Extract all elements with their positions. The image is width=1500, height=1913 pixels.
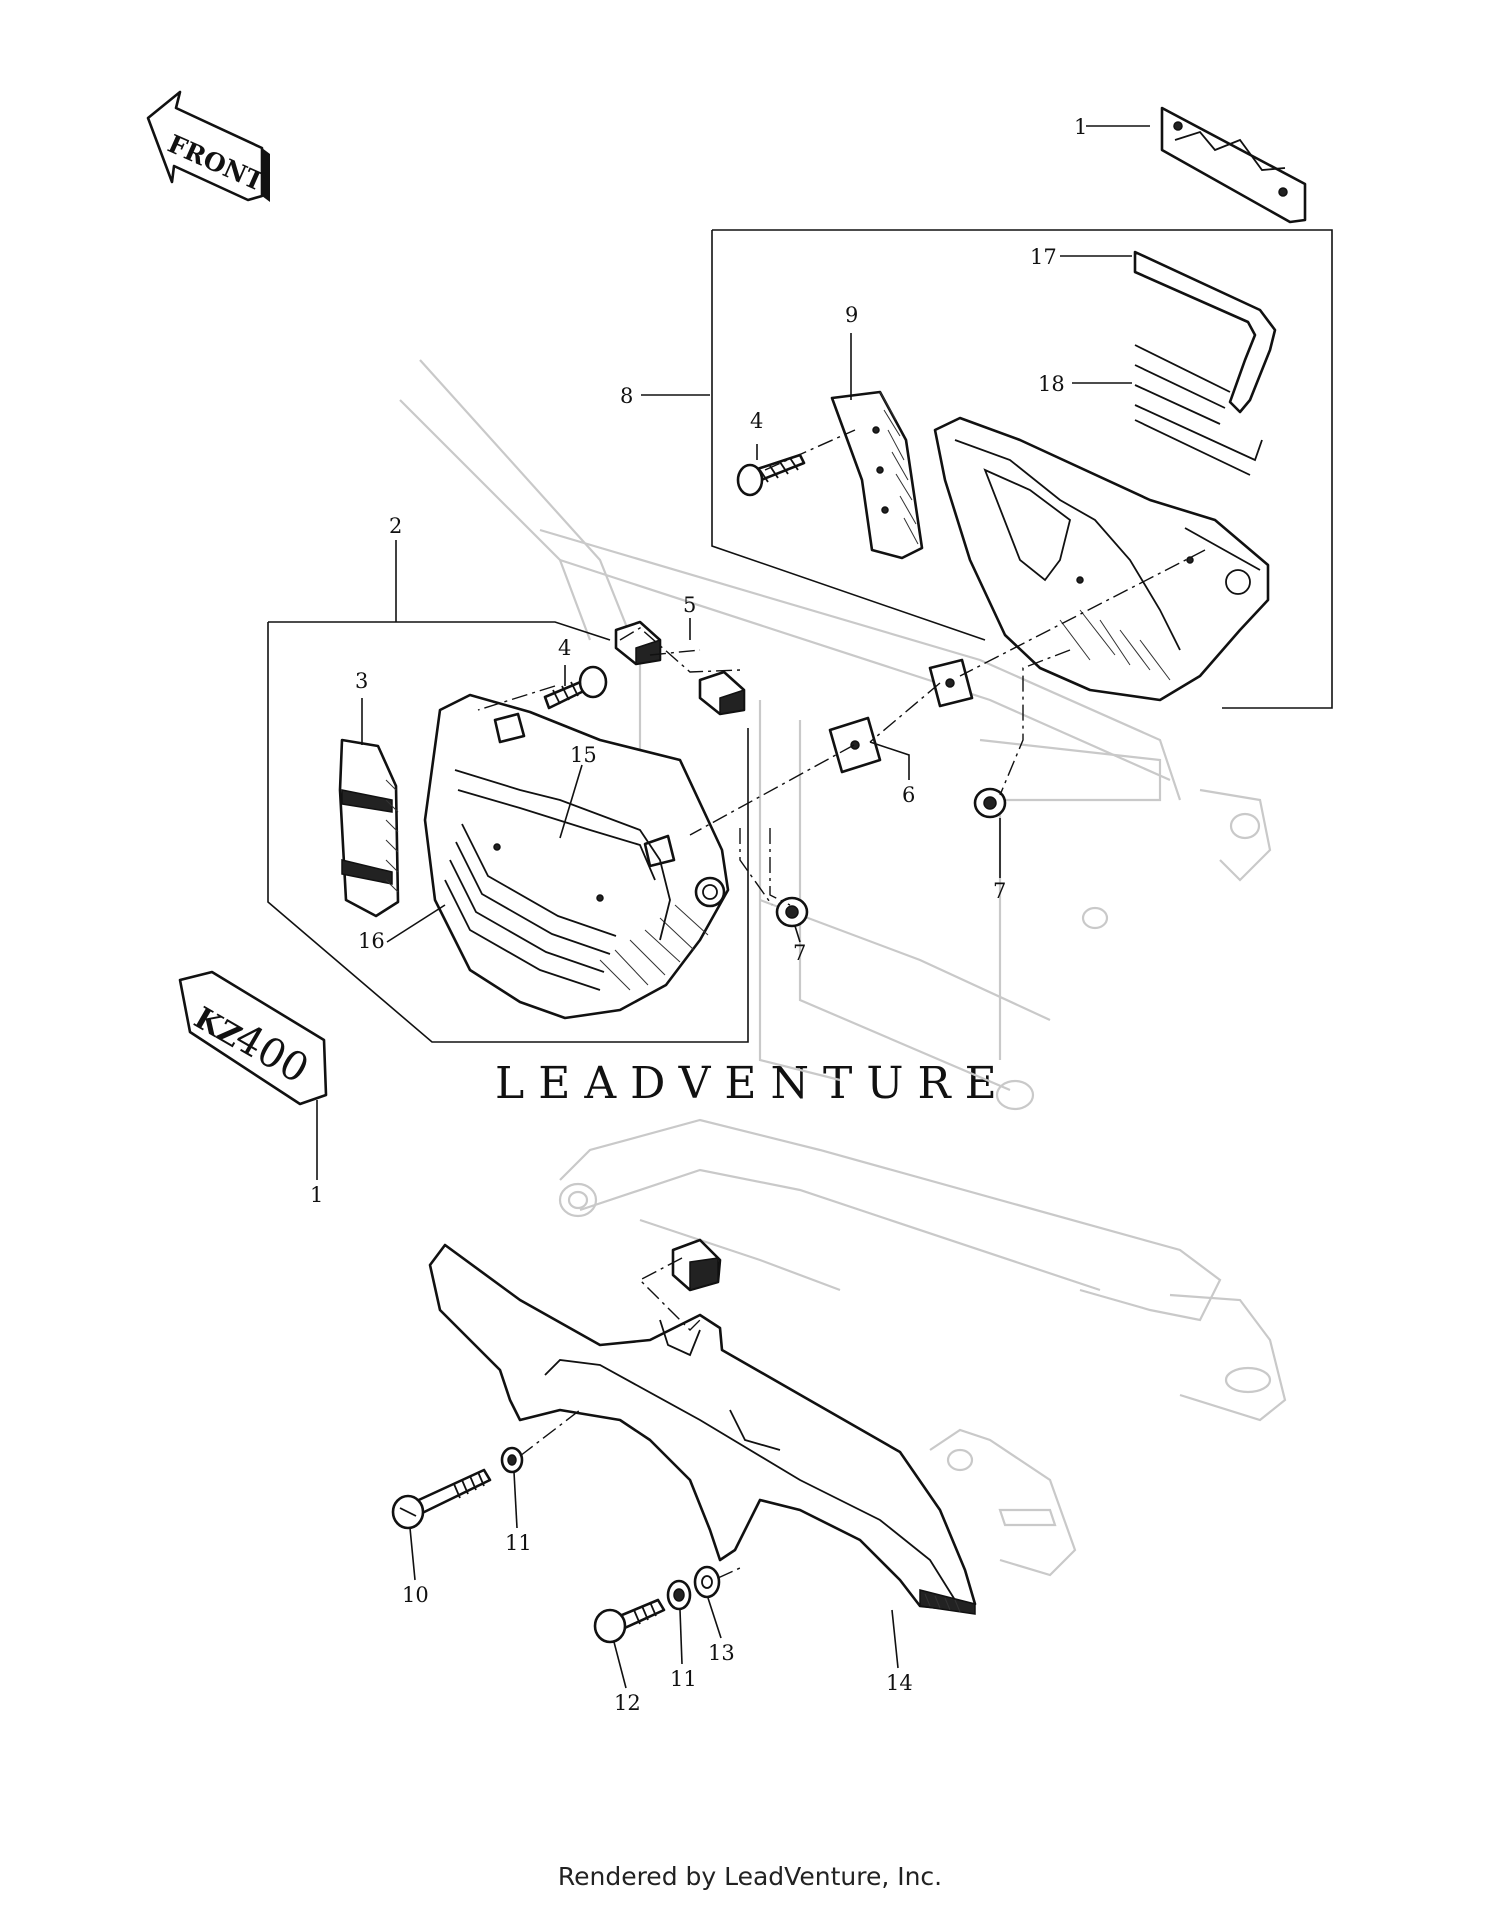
footer-credit: Rendered by LeadVenture, Inc. (557, 1862, 943, 1891)
part-12-bolt (593, 1598, 666, 1644)
part-6-plates (828, 658, 974, 774)
callout-1-lower: 1 (310, 1183, 323, 1207)
callout-6: 6 (902, 783, 915, 807)
callout-11-upper: 11 (505, 1531, 532, 1555)
part-7-grommet-left (775, 896, 809, 928)
callout-10: 10 (402, 1583, 429, 1607)
leader-lines (316, 125, 1150, 1689)
part-4-screw-upper (736, 453, 806, 497)
part-16-stripe (444, 823, 617, 991)
callout-2: 2 (389, 514, 402, 538)
part-1-emblem-plate (1160, 106, 1307, 224)
callout-15: 15 (570, 743, 597, 767)
callout-16: 16 (358, 929, 385, 953)
callout-9: 9 (845, 303, 858, 327)
callout-13: 13 (708, 1641, 735, 1665)
callout-7-left: 7 (793, 941, 806, 965)
part-14-chain-guard (428, 1238, 977, 1615)
part-9-reflector (830, 390, 924, 560)
watermark: LEADVENTURE (495, 1058, 1011, 1109)
callout-7-right: 7 (993, 879, 1006, 903)
callout-labels: 1 17 9 8 4 18 2 5 3 4 15 6 7 16 7 1 11 1… (310, 115, 1087, 1715)
callout-12: 12 (614, 1691, 641, 1715)
callout-8: 8 (620, 384, 633, 408)
frame-outline (399, 359, 1287, 1577)
part-15-stripe (454, 769, 671, 941)
callout-4-upper: 4 (750, 409, 763, 433)
assembly-lines (477, 429, 1206, 1579)
callout-11-lower: 11 (670, 1667, 697, 1691)
callout-4-lower: 4 (558, 636, 571, 660)
part-17-stripe (1133, 250, 1277, 414)
part-10-bolt (391, 1468, 492, 1530)
part-7-grommet-right (973, 787, 1007, 819)
group-box-2 (267, 621, 749, 1043)
part-11-washer-upper (500, 1446, 524, 1474)
callout-5: 5 (683, 593, 696, 617)
part-1-kz400-emblem: KZ 400 (178, 970, 328, 1106)
part-5-grommets (614, 620, 746, 716)
part-13-washer (693, 1565, 721, 1599)
front-arrow-icon: FRONT (146, 90, 270, 202)
part-3-reflector (338, 738, 400, 918)
callout-18: 18 (1038, 372, 1065, 396)
callout-14: 14 (886, 1671, 913, 1695)
callout-3: 3 (355, 669, 368, 693)
part-8-side-cover (933, 416, 1270, 702)
callout-1-upper: 1 (1074, 115, 1087, 139)
part-18-stripes (1134, 344, 1263, 476)
callout-17: 17 (1030, 245, 1057, 269)
part-4-screw-lower (543, 665, 608, 710)
group-box-8 (711, 229, 1333, 709)
part-11-washer-lower (666, 1579, 692, 1611)
part-2-side-cover (423, 693, 730, 1020)
